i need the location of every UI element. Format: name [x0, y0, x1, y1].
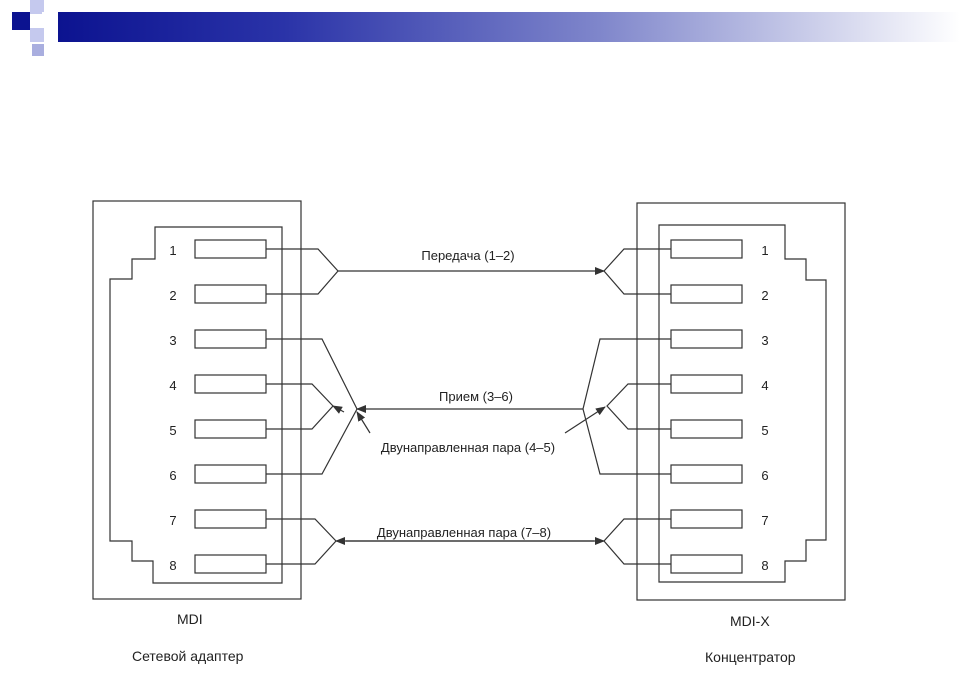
- header-square-light: [30, 0, 44, 14]
- label-bidir-78: Двунаправленная пара (7–8): [377, 525, 551, 540]
- right-pin-slots: [670, 239, 743, 574]
- left-pin-number: 5: [169, 423, 176, 438]
- header-square-small: [32, 44, 44, 56]
- right-pin-number: 5: [761, 423, 768, 438]
- left-pin-number: 3: [169, 333, 176, 348]
- left-pin-number: 4: [169, 378, 176, 393]
- wire-transmit: [266, 248, 671, 295]
- right-pin-number: 7: [761, 513, 768, 528]
- connection-labels: Передача (1–2) Прием (3–6) Двунаправленн…: [377, 248, 555, 540]
- right-pin-number: 4: [761, 378, 768, 393]
- left-pin-number: 7: [169, 513, 176, 528]
- right-pin-number: 6: [761, 468, 768, 483]
- right-pin-number: 3: [761, 333, 768, 348]
- left-device-label: Сетевой адаптер: [132, 648, 244, 664]
- left-pin-number: 2: [169, 288, 176, 303]
- right-connector: [636, 202, 846, 601]
- left-connector-outer: [92, 200, 302, 600]
- left-pin-number: 1: [169, 243, 176, 258]
- left-pin-number: 8: [169, 558, 176, 573]
- label-transmit: Передача (1–2): [421, 248, 514, 263]
- right-connector-inner: [658, 224, 827, 583]
- left-port-label: MDI: [177, 611, 203, 627]
- right-port-label: MDI-X: [730, 613, 770, 629]
- left-pin-number: 6: [169, 468, 176, 483]
- label-bidir-45: Двунаправленная пара (4–5): [381, 440, 555, 455]
- right-pin-number: 8: [761, 558, 768, 573]
- right-pin-number: 2: [761, 288, 768, 303]
- right-pin-numbers: 1 2 3 4 5 6 7 8: [761, 243, 768, 573]
- left-connector-inner: [109, 226, 283, 584]
- right-pin-number: 1: [761, 243, 768, 258]
- label-receive: Прием (3–6): [439, 389, 513, 404]
- wire-receive: [266, 338, 671, 475]
- wiring: [266, 248, 671, 565]
- left-pin-slots: [194, 239, 267, 574]
- wire-bidir-78: [266, 518, 671, 565]
- left-pin-numbers: 1 2 3 4 5 6 7 8: [169, 243, 176, 573]
- header-square-light-2: [30, 28, 44, 42]
- header-square-dark: [12, 12, 30, 30]
- right-device-label: Концентратор: [705, 649, 796, 665]
- header-gradient-bar: [58, 12, 960, 42]
- right-connector-outer: [636, 202, 846, 601]
- left-connector: [92, 200, 302, 600]
- header-decoration: [0, 0, 960, 60]
- wire-bidir-45: [266, 383, 671, 434]
- header-square-mid: [42, 12, 58, 42]
